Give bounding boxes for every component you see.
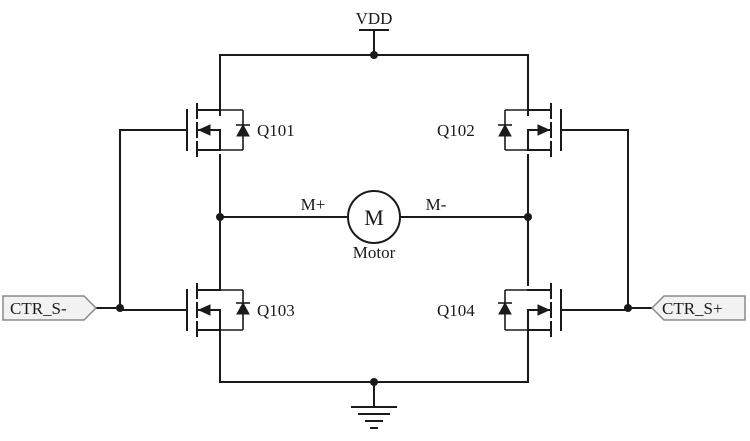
port-ctr-s-plus: [650, 295, 746, 321]
junction-m-minus: [524, 213, 532, 221]
port-ctr-s-minus: [2, 295, 98, 321]
gnd-rail-wire: [219, 324, 529, 383]
right-gate-wire: [560, 129, 629, 311]
q102-label: Q102: [437, 121, 475, 140]
q103-label: Q103: [257, 301, 295, 320]
port-ctr-s-plus-label: CTR_S+: [662, 299, 723, 318]
junction-left-gate: [116, 304, 124, 312]
vdd-label: VDD: [356, 9, 393, 28]
motor-label: Motor: [353, 243, 396, 262]
m-plus-label: M+: [301, 195, 326, 214]
junction-vdd: [370, 51, 378, 59]
transistor-q103: [186, 283, 250, 337]
junction-m-plus: [216, 213, 224, 221]
q104-label: Q104: [437, 301, 475, 320]
vdd-symbol: [359, 29, 389, 56]
motor-symbol-label: M: [364, 205, 384, 230]
junction-right-gate: [624, 304, 632, 312]
port-ctr-s-minus-label: CTR_S-: [10, 299, 67, 318]
junction-gnd: [370, 378, 378, 386]
vdd-rail-wire: [219, 54, 529, 116]
q101-label: Q101: [257, 121, 295, 140]
motor: [347, 190, 401, 244]
transistor-q104: [498, 283, 562, 337]
m-minus-label: M-: [426, 195, 447, 214]
left-gate-wire: [119, 129, 188, 311]
transistor-q102: [498, 103, 562, 157]
ground-symbol: [351, 381, 397, 429]
transistor-q101: [186, 103, 250, 157]
